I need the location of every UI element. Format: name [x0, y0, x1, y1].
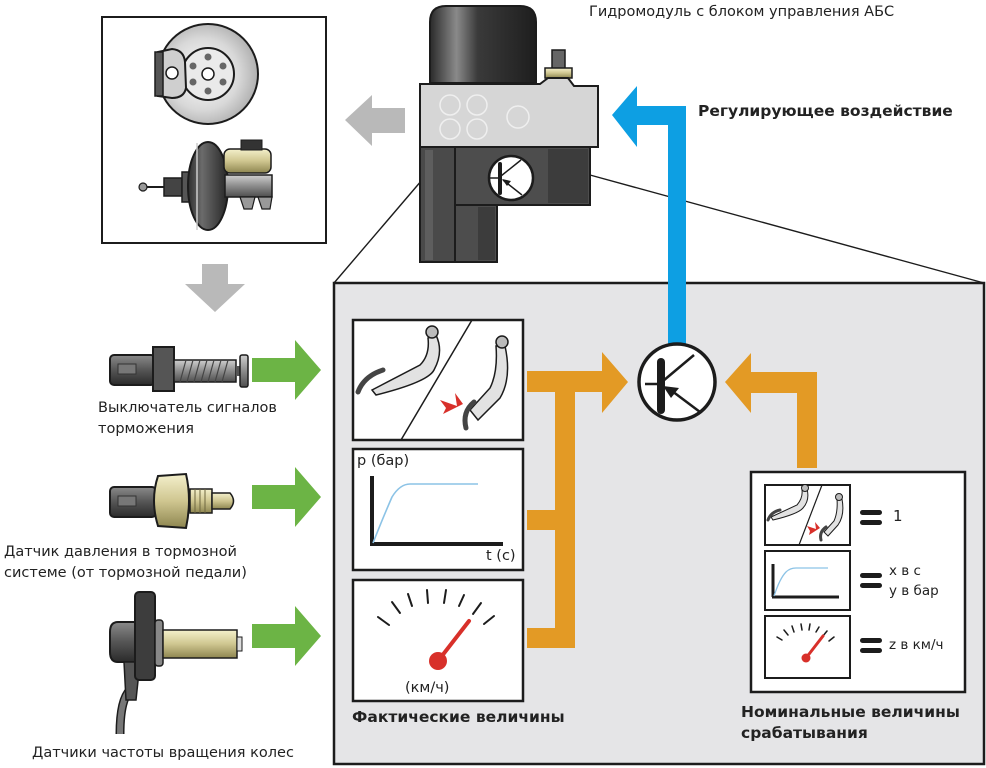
- brake-booster-icon: [138, 139, 273, 231]
- sensor-arrow-2-icon: [252, 467, 321, 527]
- actual-values-signal-arrow-icon: [527, 352, 628, 648]
- pressure-curve: [372, 483, 478, 544]
- nominal-value-line: y в бар: [889, 583, 939, 599]
- control-unit-transistor-icon: [637, 342, 717, 422]
- sensor-label-line: Датчик давления в тормозной: [4, 544, 237, 560]
- control-action-arrow-icon: [612, 86, 686, 345]
- mechanical-arrow-down-icon: [185, 264, 245, 312]
- brake-pedal-released-icon: [355, 325, 441, 396]
- brake-light-switch-icon: [109, 346, 249, 392]
- hydromodule-title: Гидромодуль с блоком управления АБС: [589, 4, 895, 20]
- speed-unit-label: (км/ч): [405, 680, 450, 696]
- nominal-value-speed: z в км/ч: [889, 637, 944, 653]
- actual-values-heading: Фактические величины: [352, 708, 565, 726]
- nominal-value-pedal: 1: [893, 507, 903, 525]
- nominal-value-pressure: x в с y в бар: [889, 561, 939, 601]
- sensor-label-line: системе (от тормозной педали): [4, 565, 247, 581]
- small-transistor-icon: [487, 154, 535, 202]
- nominal-speed-panel: [764, 615, 851, 679]
- press-arrow-icon: [440, 393, 463, 414]
- sensor-arrow-1-icon: [252, 340, 321, 400]
- equals-sign-icons: [860, 510, 882, 653]
- mechanical-arrow-left-icon: [345, 95, 405, 146]
- nominal-heading-line: срабатывания: [741, 724, 868, 742]
- abs-hydraulic-unit-icon: [419, 5, 599, 263]
- brake-pedal-pressed-icon: [440, 335, 509, 431]
- nominal-pressure-panel: [764, 550, 851, 611]
- nominal-pedal-panel: [764, 484, 851, 546]
- pressure-axis-x-label: t (с): [486, 548, 516, 564]
- control-action-label: Регулирующее воздействие: [698, 102, 953, 120]
- nominal-values-box: [749, 470, 967, 694]
- brake-disc-icon: [154, 23, 259, 125]
- nominal-values-signal-arrow-icon: [725, 353, 817, 468]
- sensor-label-brake-pressure: Датчик давления в тормозной системе (от …: [4, 542, 247, 584]
- sensor-arrow-3-icon: [252, 606, 321, 666]
- pressure-axis-y-label: p (бар): [357, 453, 410, 469]
- nominal-value-line: x в с: [889, 563, 921, 579]
- sensor-label-line: торможения: [98, 421, 194, 437]
- nominal-heading-line: Номинальные величины: [741, 703, 960, 721]
- sensor-label-line: Выключатель сигналов: [98, 400, 277, 416]
- sensor-label-brake-light-switch: Выключатель сигналов торможения: [98, 398, 277, 440]
- nominal-values-heading: Номинальные величины срабатывания: [741, 702, 960, 744]
- brake-pressure-sensor-icon: [109, 472, 235, 530]
- wheel-speed-sensor-icon: [109, 591, 243, 735]
- panel-speed-gauge: [351, 578, 525, 703]
- gauge-hub: [429, 652, 447, 670]
- panel-brake-pedal: [351, 318, 525, 442]
- sensor-label-wheel-speed: Датчики частоты вращения колес: [32, 745, 294, 761]
- brake-mechanics-box: [101, 16, 327, 244]
- panel-pressure-chart: [351, 447, 525, 572]
